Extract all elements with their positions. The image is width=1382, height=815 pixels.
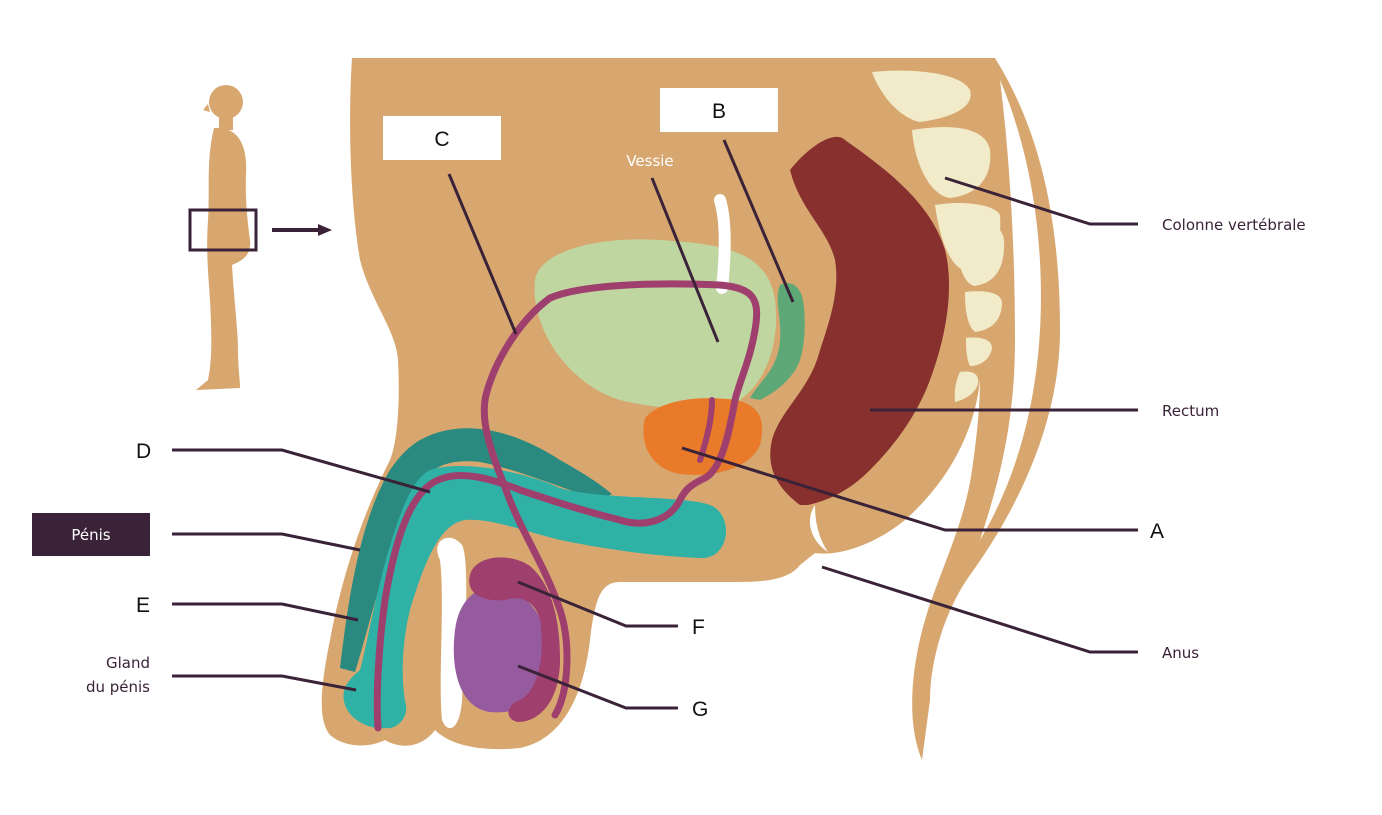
- vas-deferens: [373, 280, 761, 732]
- penis-label-box: [32, 513, 150, 556]
- label-penis: Pénis: [71, 526, 110, 544]
- epididymis: [469, 557, 560, 722]
- answer-box-c-letter: C: [434, 128, 449, 151]
- seminal-vesicle: [750, 283, 805, 400]
- leader-penis: [172, 532, 361, 552]
- urethra: [697, 397, 715, 463]
- testis: [453, 586, 549, 713]
- back-gap: [980, 80, 1041, 540]
- leader-gland: [172, 674, 357, 692]
- letter-g: G: [692, 698, 708, 721]
- perineum-gap: [809, 505, 828, 552]
- label-colonne: Colonne vertébrale: [1162, 216, 1306, 234]
- leader-d: [172, 448, 431, 494]
- leader-a: [681, 446, 1138, 532]
- ureter: [714, 194, 731, 294]
- leader-f: [517, 580, 678, 628]
- rectum: [770, 136, 950, 506]
- leader-colonne: [944, 176, 1138, 226]
- label-vessie: Vessie: [626, 152, 673, 170]
- corpus-spongiosum: [343, 466, 727, 729]
- locator-box: [188, 208, 258, 252]
- leader-g: [517, 664, 678, 710]
- leader-e: [172, 602, 359, 622]
- letter-d: D: [136, 440, 151, 463]
- letter-e: E: [136, 594, 150, 617]
- letter-a: A: [1150, 520, 1164, 543]
- label-anus: Anus: [1162, 644, 1199, 662]
- label-gland-line2: du pénis: [86, 678, 150, 696]
- leader-b: [722, 139, 795, 303]
- answer-box-b[interactable]: [660, 88, 778, 132]
- answer-box-b-letter: B: [712, 100, 726, 123]
- letter-f: F: [692, 616, 705, 639]
- arrow-icon: [272, 224, 332, 236]
- label-rectum: Rectum: [1162, 402, 1219, 420]
- label-gland-line1: Gland: [106, 654, 150, 672]
- leader-c: [447, 173, 518, 335]
- leader-anus: [821, 565, 1138, 654]
- human-silhouette: [196, 85, 251, 390]
- leader-lines: [172, 139, 1138, 710]
- spine: [872, 70, 1005, 402]
- corpus-cavernosum: [340, 428, 612, 672]
- leader-vessie: [650, 177, 720, 343]
- answer-box-c[interactable]: [383, 116, 501, 160]
